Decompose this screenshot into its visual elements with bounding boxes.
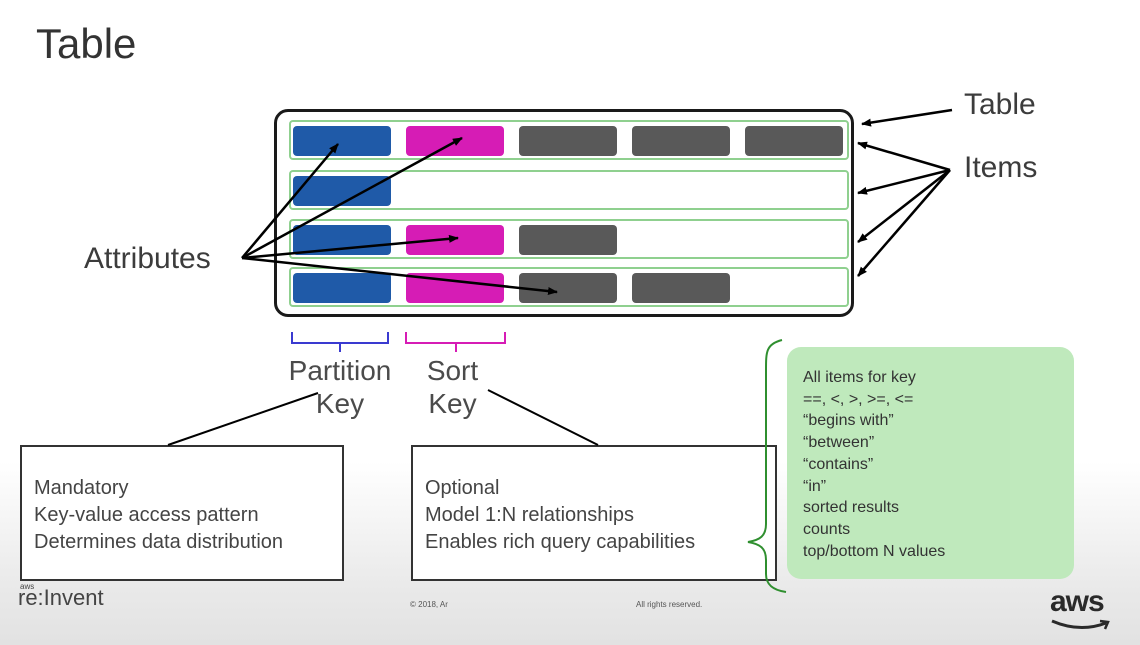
sort-key-bracket bbox=[405, 332, 506, 352]
partition-key-attribute bbox=[293, 176, 391, 206]
attributes-arrow bbox=[241, 136, 463, 260]
table-label: Table bbox=[964, 88, 1036, 121]
partition-key-label: Partition Key bbox=[288, 355, 392, 419]
query-capabilities-box: All items for key ==, <, >, >=, <= “begi… bbox=[787, 347, 1074, 579]
items-label: Items bbox=[964, 151, 1038, 184]
items-arrow bbox=[857, 169, 951, 243]
attribute bbox=[745, 126, 843, 156]
items-arrow bbox=[857, 141, 951, 172]
query-capabilities-brace bbox=[747, 339, 787, 593]
attribute bbox=[519, 225, 617, 255]
partition-key-description: Mandatory Key-value access pattern Deter… bbox=[20, 445, 344, 581]
partition-key-attribute bbox=[293, 225, 391, 255]
table-arrow bbox=[861, 108, 953, 127]
slide-title: Table bbox=[36, 20, 137, 67]
item-row bbox=[289, 120, 849, 160]
attributes-arrow bbox=[241, 234, 459, 260]
attribute bbox=[632, 126, 730, 156]
item-row bbox=[289, 219, 849, 259]
aws-smile-icon bbox=[1051, 619, 1110, 630]
copyright-text: © 2018, Ar bbox=[410, 600, 448, 609]
attributes-arrow bbox=[241, 143, 339, 259]
partition-key-connector bbox=[167, 392, 319, 446]
aws-logo: aws bbox=[1050, 585, 1110, 630]
sort-key-description: Optional Model 1:N relationships Enables… bbox=[411, 445, 777, 581]
attribute bbox=[632, 273, 730, 303]
attributes-arrow bbox=[241, 256, 558, 296]
items-arrow bbox=[857, 169, 951, 277]
rights-text: All rights reserved. bbox=[636, 600, 703, 609]
sort-key-connector bbox=[487, 389, 599, 446]
attribute bbox=[519, 126, 617, 156]
partition-key-attribute bbox=[293, 126, 391, 156]
attribute bbox=[519, 273, 617, 303]
sort-key-label: Sort Key bbox=[426, 355, 479, 419]
partition-key-attribute bbox=[293, 273, 391, 303]
items-arrow bbox=[857, 168, 951, 195]
item-row bbox=[289, 170, 849, 210]
attributes-label: Attributes bbox=[84, 242, 211, 275]
partition-key-bracket bbox=[291, 332, 389, 352]
